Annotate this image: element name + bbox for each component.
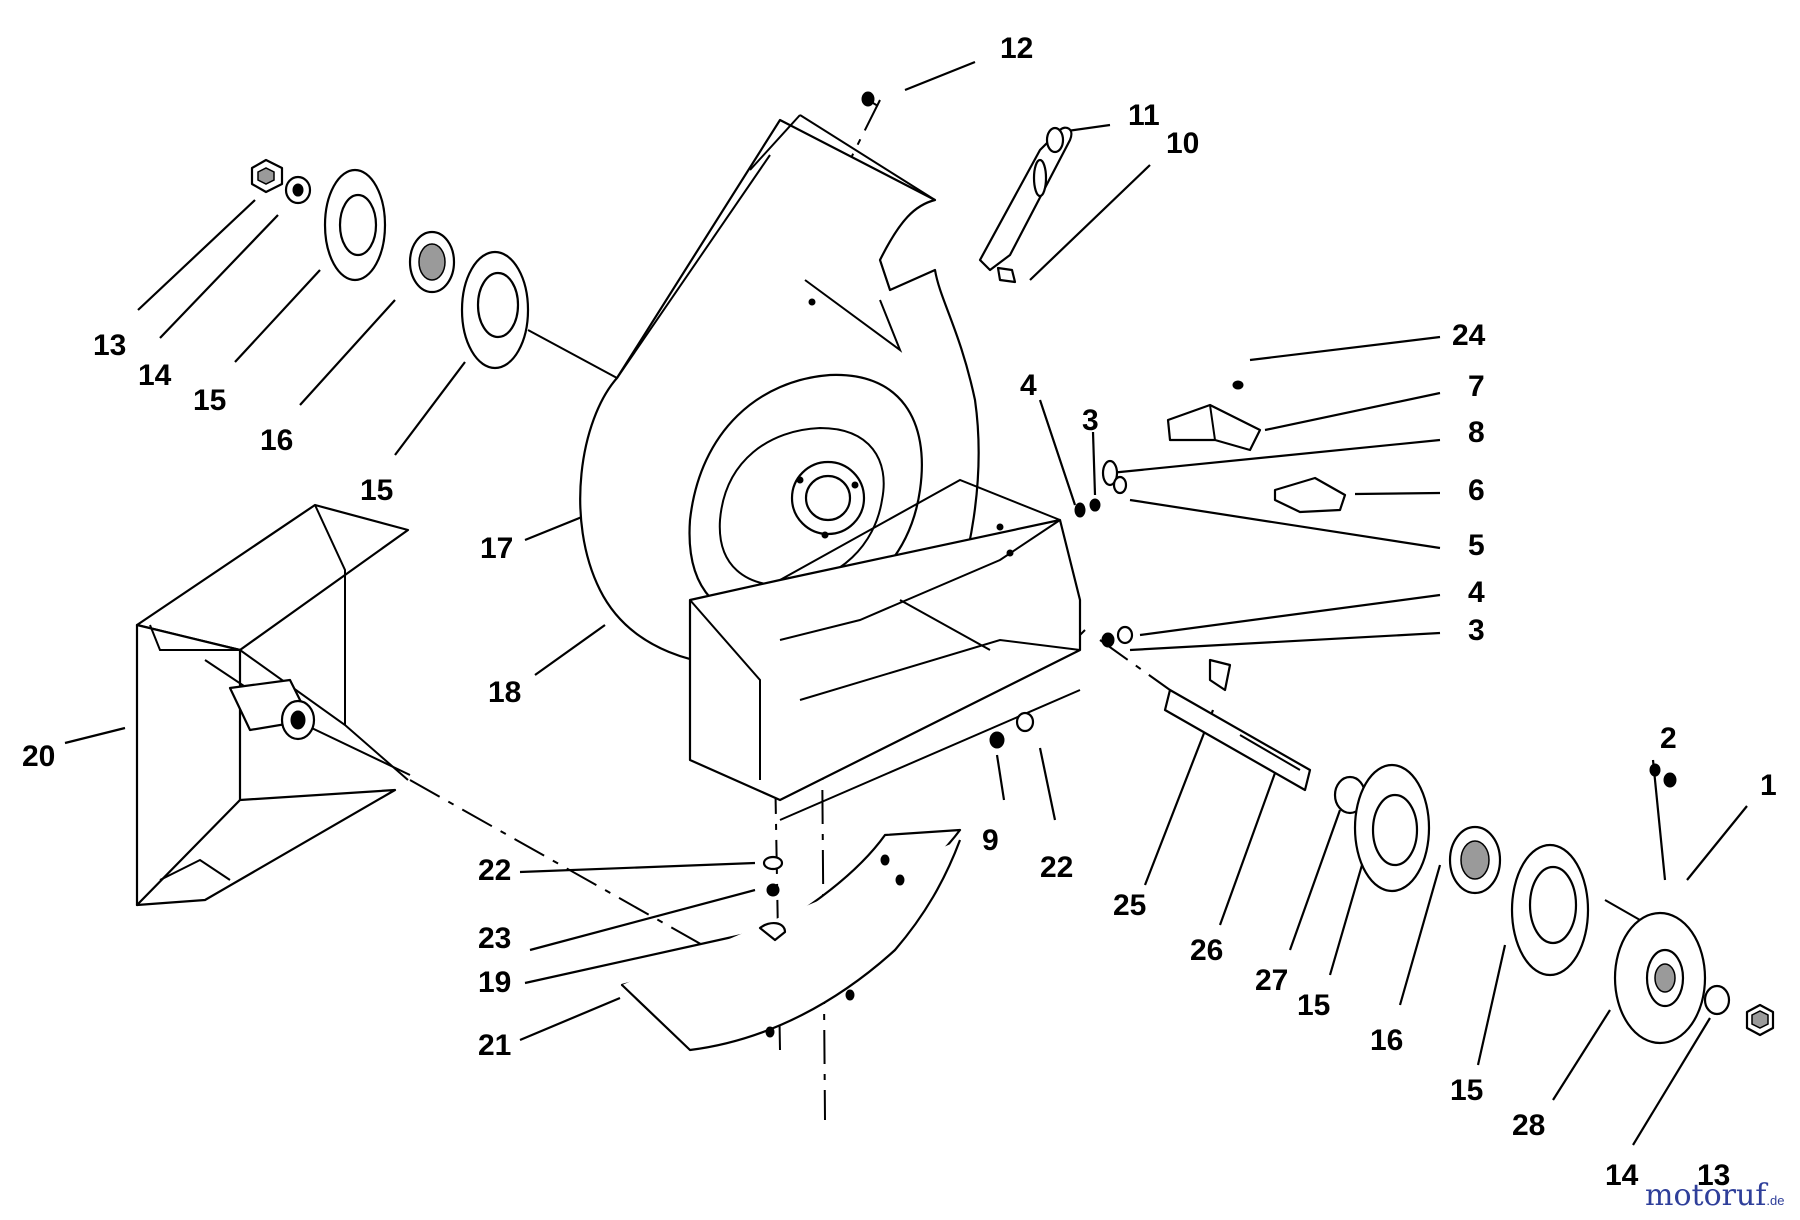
callout-15: 15 xyxy=(360,474,393,507)
callout-13: 13 xyxy=(1697,1159,1730,1192)
callout-15: 15 xyxy=(1297,989,1330,1022)
watermark-brand: motoruf xyxy=(1645,1178,1768,1213)
callout-4: 4 xyxy=(1468,576,1485,609)
callout-16: 16 xyxy=(1370,1024,1403,1057)
callout-14: 14 xyxy=(1605,1159,1639,1192)
callout-1: 1 xyxy=(1760,769,1777,802)
callout-6: 6 xyxy=(1468,474,1485,507)
callout-22: 22 xyxy=(1040,851,1073,884)
watermark-logo: motoruf.de xyxy=(1645,1178,1784,1213)
callout-3: 3 xyxy=(1468,614,1485,647)
callout-28: 28 xyxy=(1512,1109,1545,1142)
lower-hardware xyxy=(758,711,1035,942)
callout-18: 18 xyxy=(488,676,521,709)
callout-25: 25 xyxy=(1113,889,1146,922)
callout-4: 4 xyxy=(1020,369,1037,402)
blower-housing xyxy=(579,114,1082,821)
callout-26: 26 xyxy=(1190,934,1223,967)
callout-15: 15 xyxy=(193,384,226,417)
callout-9: 9 xyxy=(982,824,999,857)
callout-16: 16 xyxy=(260,424,293,457)
callout-3: 3 xyxy=(1082,404,1099,437)
callout-17: 17 xyxy=(480,532,513,565)
callout-12: 12 xyxy=(1000,32,1033,65)
callout-11: 11 xyxy=(1128,99,1160,132)
left-bearing-stack xyxy=(250,158,618,379)
shaft-assembly xyxy=(1163,658,1775,1045)
callout-labels: 12 11 10 13 14 15 16 15 17 18 20 4 3 24 … xyxy=(22,32,1777,1192)
leader-lines xyxy=(64,60,1748,1146)
callout-5: 5 xyxy=(1468,529,1485,562)
watermark-suffix: .de xyxy=(1766,1193,1784,1208)
callout-23: 23 xyxy=(478,922,511,955)
callout-27: 27 xyxy=(1255,964,1288,997)
callout-14: 14 xyxy=(138,359,172,392)
callout-7: 7 xyxy=(1468,370,1485,403)
callout-20: 20 xyxy=(22,740,55,773)
chute-lock-parts xyxy=(861,91,1073,284)
callout-2: 2 xyxy=(1660,722,1677,755)
callout-22: 22 xyxy=(478,854,511,887)
impeller xyxy=(135,503,411,907)
callout-8: 8 xyxy=(1468,416,1485,449)
callout-13: 13 xyxy=(93,329,126,362)
callout-24: 24 xyxy=(1452,319,1486,352)
callout-10: 10 xyxy=(1166,127,1199,160)
callout-21: 21 xyxy=(478,1029,511,1062)
svg-text:motoruf.de: motoruf.de xyxy=(1645,1178,1784,1213)
callout-15: 15 xyxy=(1450,1074,1483,1107)
bracket-hardware xyxy=(1074,380,1347,648)
scraper xyxy=(620,828,962,1052)
callout-19: 19 xyxy=(478,966,511,999)
